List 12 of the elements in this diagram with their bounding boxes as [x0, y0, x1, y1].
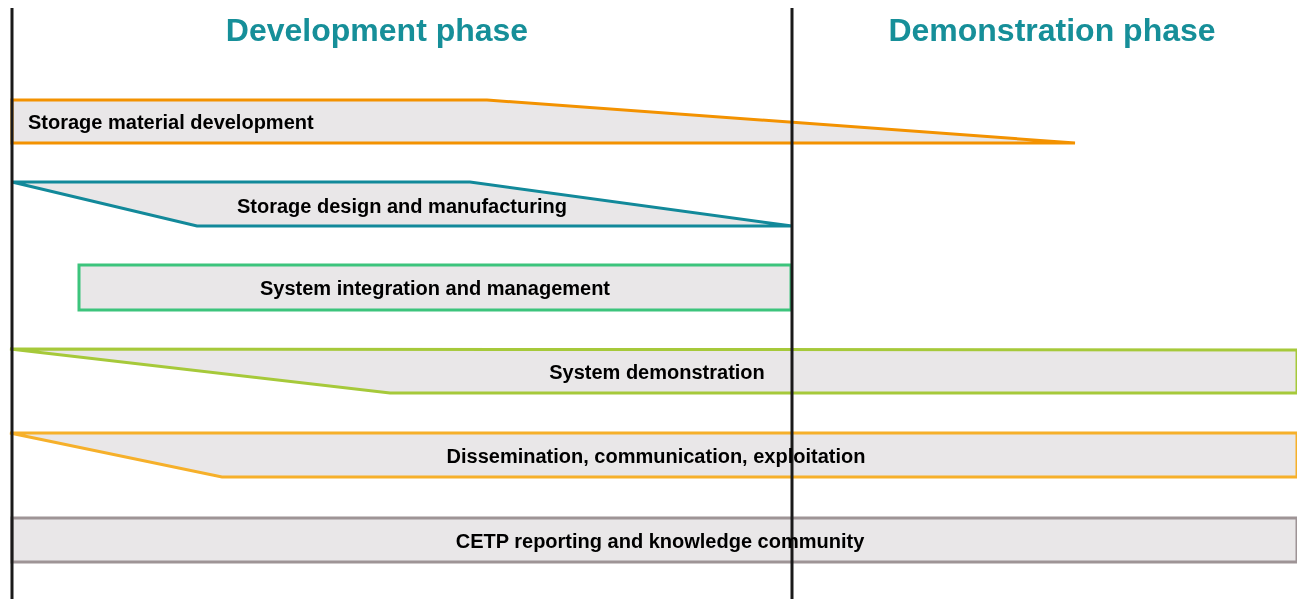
- task-bar: [12, 182, 792, 226]
- task-bar: [12, 100, 1075, 143]
- task-label: Storage design and manufacturing: [236, 194, 567, 218]
- task-label: System demonstration: [549, 360, 765, 384]
- task-bar: [79, 265, 791, 310]
- phase-heading: Development phase: [225, 11, 529, 49]
- task-bar: [12, 518, 1297, 562]
- task-bar: [10, 433, 1297, 477]
- phase-heading: Demonstration phase: [888, 11, 1216, 49]
- task-label: System integration and management: [259, 276, 611, 300]
- task-bar: [10, 349, 1297, 393]
- task-label: Storage material development: [28, 110, 314, 134]
